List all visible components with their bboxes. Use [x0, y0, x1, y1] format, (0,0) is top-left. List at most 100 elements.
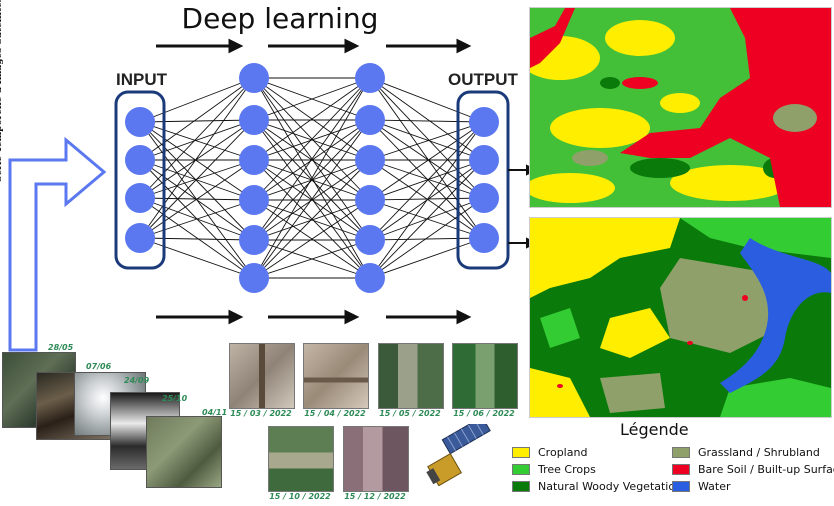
thumbnail-3 — [378, 343, 444, 409]
hidden2-node — [355, 225, 385, 255]
network-edge — [253, 119, 371, 161]
legend-item-grassland: Grassland / Shrubland — [672, 446, 820, 459]
legend-swatch — [672, 464, 690, 475]
network-edge — [369, 121, 485, 241]
network-edge — [369, 121, 485, 201]
legend-swatch — [512, 447, 530, 458]
network-edge — [369, 121, 485, 161]
flow-arrows-bottom — [156, 309, 472, 325]
network-edge — [139, 159, 255, 239]
hidden1-node — [239, 105, 269, 135]
land-cover-map-1 — [529, 7, 832, 208]
output-layer-box — [456, 90, 510, 270]
series-date-3: 24/09 — [124, 376, 150, 385]
legend-label: Natural Woody Vegetation — [538, 480, 683, 493]
hidden1-node — [239, 225, 269, 255]
thumbnail-date-4: 15 / 06 / 2022 — [453, 409, 515, 418]
input-layer-box — [114, 90, 166, 270]
network-edge — [139, 121, 255, 201]
network-edge — [139, 77, 255, 123]
network-edge — [369, 77, 485, 161]
network-edge — [139, 77, 255, 239]
network-edge — [253, 77, 371, 161]
network-edge — [139, 119, 255, 123]
network-edge — [369, 197, 485, 279]
network-edge — [139, 159, 255, 201]
network-edge — [253, 159, 371, 279]
legend-item-water: Water — [672, 480, 731, 493]
network-edge — [253, 199, 371, 241]
network-edge — [253, 77, 371, 201]
legend-item-cropland: Cropland — [512, 446, 587, 459]
input-node — [125, 145, 155, 175]
thumbnail-date-5: 15 / 10 / 2022 — [269, 492, 331, 501]
legend-label: Water — [698, 480, 731, 493]
network-edge — [139, 77, 255, 161]
legend-swatch — [672, 481, 690, 492]
series-date-2: 07/06 — [86, 362, 112, 371]
network-edge — [253, 159, 371, 241]
hidden1-node — [239, 263, 269, 293]
hidden2-node — [355, 63, 385, 93]
network-edge — [139, 159, 255, 241]
network-edge — [369, 159, 485, 201]
hidden2-node — [355, 185, 385, 215]
legend-label: Cropland — [538, 446, 588, 459]
network-edge — [139, 77, 255, 199]
network-edge — [369, 77, 485, 199]
output-node — [469, 183, 499, 213]
network-nodes — [125, 63, 499, 293]
network-edge — [139, 119, 255, 199]
legend-label: Bare Soil / Built-up Surfaces — [698, 463, 834, 476]
legend-swatch — [672, 447, 690, 458]
network-edge — [369, 237, 485, 241]
satellite-icon — [426, 424, 491, 486]
network-edge — [253, 119, 371, 201]
series-label: Série Temporelle d'Images Satellites — [0, 0, 4, 182]
thumbnail-date-6: 15 / 12 / 2022 — [344, 492, 406, 501]
series-date-5: 04/11 — [202, 408, 228, 417]
legend-swatch — [512, 464, 530, 475]
network-edge — [369, 197, 485, 201]
network-edge — [139, 199, 255, 239]
output-label: OUTPUT — [448, 70, 518, 89]
hidden2-node — [355, 105, 385, 135]
hidden2-node — [355, 263, 385, 293]
network-connections — [139, 77, 485, 279]
diagram-title: Deep learning — [181, 2, 379, 35]
network-edge — [139, 237, 255, 241]
network-edge — [369, 121, 485, 279]
network-edge — [139, 121, 255, 161]
network-edge — [253, 77, 371, 121]
network-edge — [253, 77, 371, 279]
network-edge — [253, 119, 371, 279]
legend-item-natural-woody-vegetation: Natural Woody Vegetation — [512, 480, 682, 493]
thumbnail-6 — [343, 426, 409, 492]
satellite-image-5 — [146, 416, 222, 488]
network-edge — [253, 119, 371, 241]
legend-title: Légende — [620, 420, 689, 439]
network-edge — [253, 77, 371, 241]
hidden1-node — [239, 145, 269, 175]
input-label: INPUT — [116, 70, 167, 89]
network-edge — [139, 121, 255, 241]
network-edge — [139, 237, 255, 279]
network-edge — [369, 159, 485, 199]
legend-label: Tree Crops — [538, 463, 596, 476]
network-edge — [369, 159, 485, 279]
series-to-network-arrow — [8, 136, 107, 352]
flow-arrows-top — [156, 38, 472, 54]
thumbnail-4 — [452, 343, 518, 409]
hidden1-node — [239, 185, 269, 215]
thumbnail-1 — [229, 343, 295, 409]
land-cover-map-2 — [529, 217, 832, 418]
network-edge — [253, 199, 371, 279]
network-edge — [139, 119, 255, 239]
network-edge — [369, 119, 485, 161]
hidden1-node — [239, 63, 269, 93]
network-edge — [369, 119, 485, 123]
hidden2-node — [355, 145, 385, 175]
network-edge — [369, 77, 485, 123]
output-node — [469, 145, 499, 175]
